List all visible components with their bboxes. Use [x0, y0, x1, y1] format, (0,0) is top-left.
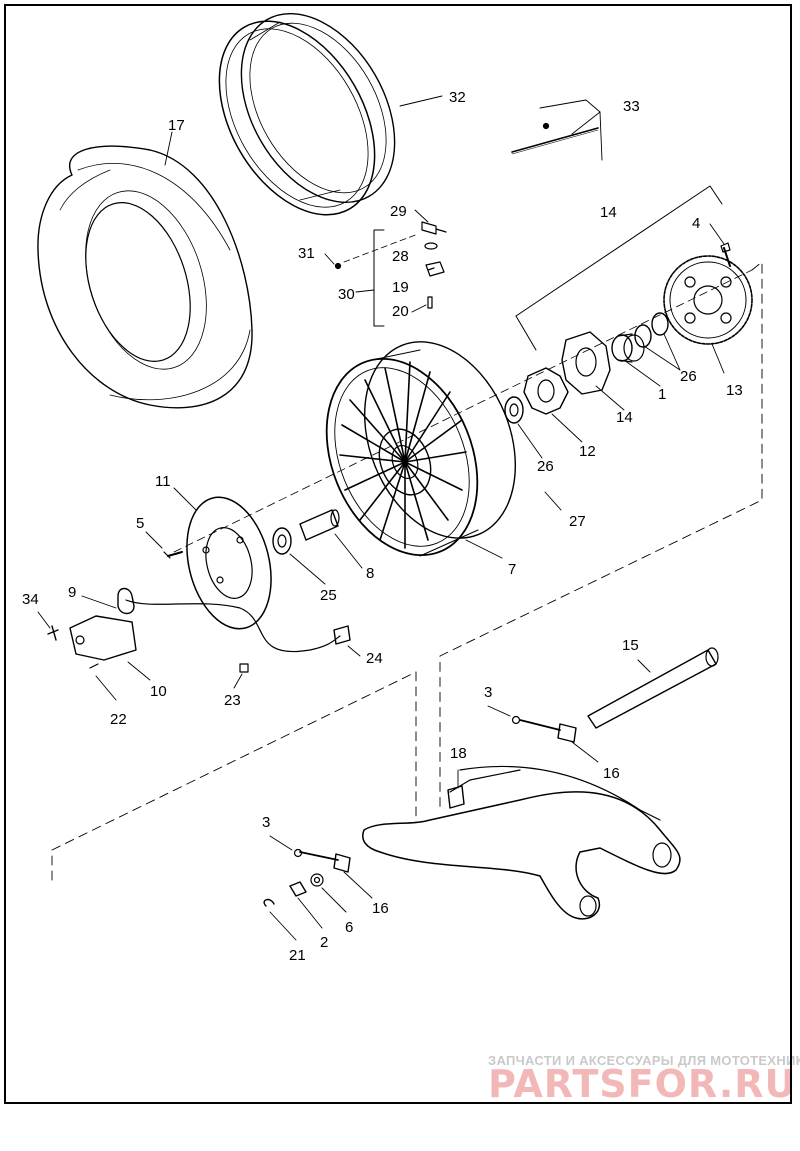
callout-labels: 1 2 3 3 4 5 6 7 8 9 10 11 12 13 14 14 15… [22, 89, 743, 964]
caliper-bracket-part-10: 10 [150, 683, 167, 700]
diagram-frame [4, 4, 792, 1104]
o-ring-part-28: 28 [392, 248, 409, 265]
rear-tire-part-17: 17 [168, 117, 185, 134]
valve-parts [334, 221, 447, 327]
spacer-part-8: 8 [366, 565, 374, 582]
adjuster-block-part-16-lower: 16 [372, 900, 389, 917]
valve-kit-part-30: 30 [338, 286, 355, 303]
bushing-part-18: 18 [450, 745, 467, 762]
rear-axle-part-15: 15 [622, 637, 639, 654]
adjuster-block-part-16-upper: 16 [603, 765, 620, 782]
nut-part-3-lower: 3 [262, 814, 270, 831]
sprocket-assembly [504, 185, 753, 424]
sensor-connector-part-24: 24 [366, 650, 383, 667]
caliper-sensor-group [47, 587, 351, 673]
watermark-tagline: ЗАПЧАСТИ И АКСЕССУАРЫ ДЛЯ МОТОТЕХНИКИ [488, 1053, 800, 1068]
brake-disc-part-11: 11 [155, 473, 171, 490]
cable-clip-part-23: 23 [224, 692, 241, 709]
rim-part-32: 32 [449, 89, 466, 106]
disc-bolt-part-5: 5 [136, 515, 144, 532]
assembly-boundary [51, 261, 763, 881]
spoked-wheel [325, 341, 517, 557]
rim [218, 13, 396, 216]
valve-cap-part-31: 31 [298, 245, 315, 262]
watermark: ЗАПЧАСТИ И АКСЕССУАРЫ ДЛЯ МОТОТЕХНИКИ PA… [488, 1053, 800, 1106]
bracket-bolt-part-34: 34 [22, 591, 39, 608]
spoked-wheel-part-7: 7 [508, 561, 516, 578]
axle-nut-part-2: 2 [320, 934, 328, 951]
circlip-part-21: 21 [289, 947, 306, 964]
leader-lines [37, 95, 725, 941]
valve-core-part-20: 20 [392, 303, 409, 320]
valve-clip-part-19: 19 [392, 279, 409, 296]
bearing-part-26-upper: 26 [680, 368, 697, 385]
nut-part-3-upper: 3 [484, 684, 492, 701]
sprocket-bolt-part-4: 4 [692, 215, 700, 232]
wheel-speed-sensor-part-9: 9 [68, 584, 76, 601]
pin-part-22: 22 [110, 711, 127, 728]
tire-valve-part-29: 29 [390, 203, 407, 220]
spoke [511, 122, 599, 155]
rear-tire [37, 145, 253, 409]
swingarm-assembly [263, 647, 719, 920]
watermark-logo: PARTSFOR.RU [488, 1062, 796, 1106]
bearing-part-26-lower: 26 [537, 458, 554, 475]
sprocket-carrier-part-14: 14 [616, 409, 633, 426]
balance-weight-part-27: 27 [569, 513, 586, 530]
brake-disc-group [163, 269, 753, 630]
sprocket-carrier-assembly-part-14: 14 [600, 204, 617, 221]
wheel-hub-part-1: 1 [658, 386, 666, 403]
washer-part-6: 6 [345, 919, 353, 936]
cush-drive-damper-part-12: 12 [579, 443, 596, 460]
bearing-part-25: 25 [320, 587, 337, 604]
rear-sprocket-part-13: 13 [726, 382, 743, 399]
spoke-kit-part-33: 33 [623, 98, 640, 115]
